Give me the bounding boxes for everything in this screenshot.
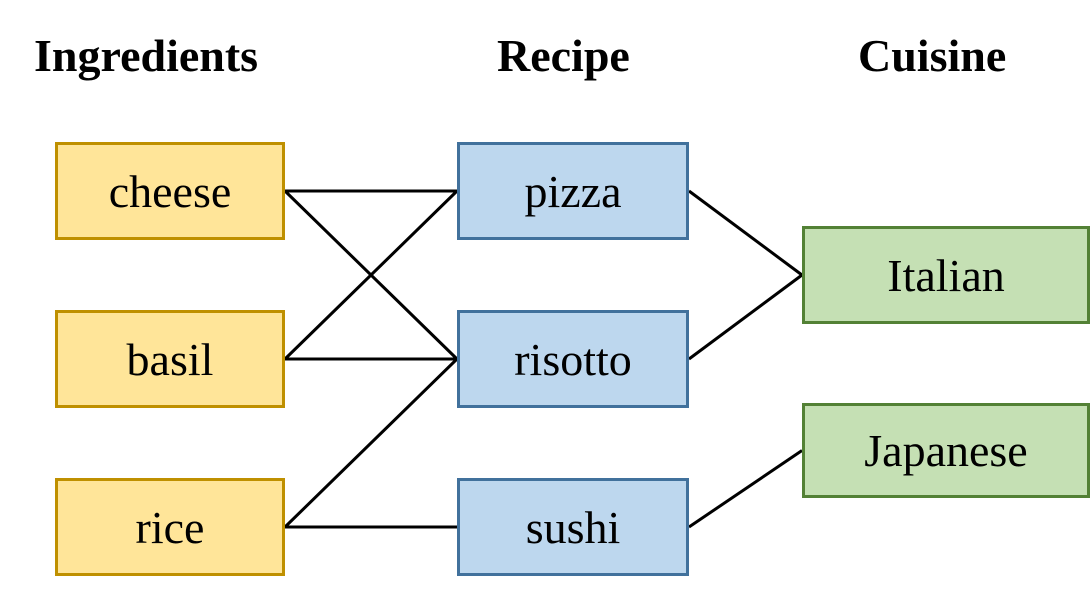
node-cheese: cheese — [55, 142, 285, 240]
node-italian: Italian — [802, 226, 1090, 324]
node-pizza: pizza — [457, 142, 689, 240]
node-japanese: Japanese — [802, 403, 1090, 498]
edge-pizza-italian — [688, 189, 803, 277]
edge-rice-risotto — [283, 357, 459, 529]
node-risotto: risotto — [457, 310, 689, 408]
header-recipe: Recipe — [497, 30, 630, 81]
edge-risotto-italian — [688, 273, 803, 361]
node-rice: rice — [55, 478, 285, 576]
edge-basil-pizza — [283, 189, 459, 361]
header-ingredients: Ingredients — [34, 30, 259, 81]
node-sushi: sushi — [457, 478, 689, 576]
node-basil: basil — [55, 310, 285, 408]
edge-sushi-japanese — [688, 449, 803, 529]
header-cuisine: Cuisine — [858, 30, 1007, 81]
